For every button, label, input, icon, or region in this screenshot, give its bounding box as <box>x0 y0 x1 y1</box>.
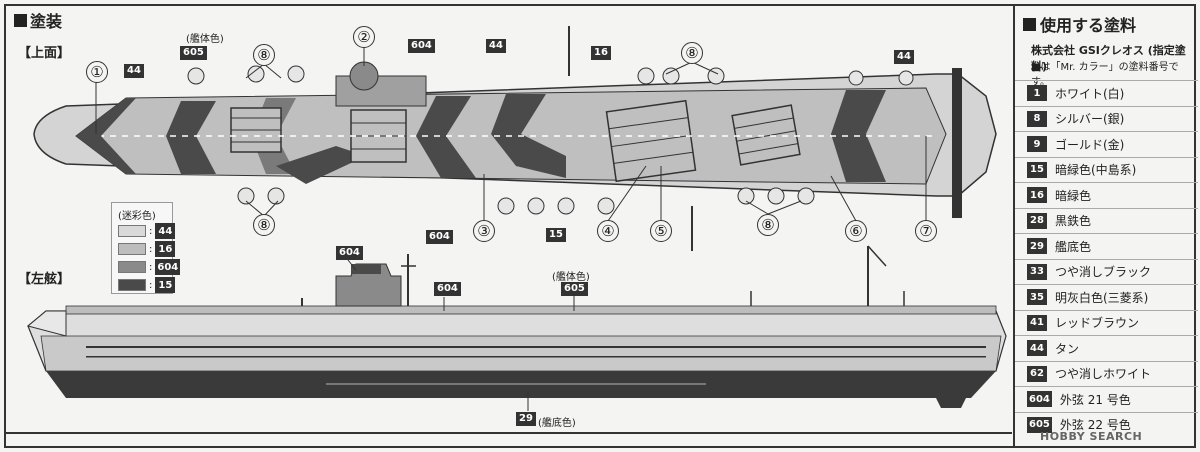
top-view-label: 【上面】 <box>18 46 71 61</box>
badge-604-top: 604 <box>408 39 435 53</box>
paint-code: 35 <box>1027 289 1047 306</box>
callout-2: ② <box>353 26 375 48</box>
paint-code: 29 <box>1027 238 1047 255</box>
paint-note: ■は「Mr. カラー」の塗料番号です。 <box>1031 62 1179 88</box>
paint-code: 28 <box>1027 212 1047 229</box>
badge-604-side-b: 604 <box>434 282 461 296</box>
callout-3: ③ <box>473 220 495 242</box>
painting-section-title: 塗装 <box>14 8 62 32</box>
paint-name: 艦底色 <box>1055 239 1092 254</box>
paint-name: 暗緑色 <box>1055 188 1092 203</box>
paint-code: 9 <box>1027 136 1047 153</box>
callout-7: ⑦ <box>915 220 937 242</box>
badge-604-side-a: 604 <box>336 246 363 260</box>
paint-code: 1 <box>1027 85 1047 102</box>
callout-8-a: ⑧ <box>253 44 275 66</box>
camo-swatch <box>118 261 146 273</box>
paint-code: 33 <box>1027 263 1047 280</box>
paint-name: 外弦 22 号色 <box>1059 418 1131 433</box>
paint-row: 35 明灰白色(三菱系) <box>1015 284 1198 310</box>
side-view-drawing <box>26 245 1007 411</box>
badge-44-top-c: 44 <box>894 50 914 64</box>
paint-row: 62 つや消しホワイト <box>1015 360 1198 387</box>
paint-name: ホワイト(白) <box>1055 86 1125 101</box>
top-view-drawing <box>33 26 997 251</box>
paint-name: 外弦 21 号色 <box>1059 392 1131 407</box>
paint-name: 明灰白色(三菱系) <box>1055 290 1149 305</box>
paint-code: 41 <box>1027 314 1047 331</box>
callout-8-c: ⑧ <box>253 214 275 236</box>
paint-list-panel: 使用する塗料 株式会社 GSIクレオス (指定塗料) ■は「Mr. カラー」の塗… <box>1013 6 1198 446</box>
camo-row-44: : 44 <box>118 223 176 239</box>
camo-legend-title: (迷彩色) <box>118 211 156 222</box>
paint-maker: 株式会社 GSIクレオス (指定塗料) <box>1031 44 1186 73</box>
badge-16-top: 16 <box>591 46 611 60</box>
badge-15-top: 15 <box>546 228 566 242</box>
paint-row: 41 レッドブラウン <box>1015 309 1198 336</box>
camo-code: 16 <box>155 241 176 257</box>
paint-row: 33 つや消しブラック <box>1015 258 1198 285</box>
callout-5: ⑤ <box>650 220 672 242</box>
callout-8-d: ⑧ <box>757 214 779 236</box>
paint-row: 15 暗緑色(中島系) <box>1015 156 1198 183</box>
paint-name: つや消しホワイト <box>1055 367 1152 382</box>
callout-1: ① <box>86 61 108 83</box>
paint-name: 暗緑色(中島系) <box>1055 163 1137 178</box>
paint-code: 62 <box>1027 365 1047 382</box>
paint-code: 44 <box>1027 340 1047 357</box>
paint-list: 1 ホワイト(白) 8 シルバー(銀) 9 ゴールド(金) 15 暗緑色(中島系) 16 暗緑色 2… <box>1015 80 1198 437</box>
paint-name: レッドブラウン <box>1055 316 1140 331</box>
paint-row: 604 外弦 21 号色 <box>1015 386 1198 412</box>
camo-code: 15 <box>155 277 176 293</box>
camo-code: 44 <box>155 223 176 239</box>
paint-row: 29 艦底色 <box>1015 233 1198 259</box>
callout-8-b: ⑧ <box>681 42 703 64</box>
camo-row-15: : 15 <box>118 277 176 293</box>
paint-code: 16 <box>1027 187 1047 204</box>
badge-29-side: 29 <box>516 412 536 426</box>
paint-name: シルバー(銀) <box>1055 112 1125 127</box>
badge-605-side: 605 <box>561 282 588 296</box>
callout-4: ④ <box>597 220 619 242</box>
paint-code: 15 <box>1027 161 1047 178</box>
side-view-label: 【左舷】 <box>18 272 71 287</box>
paint-code: 8 <box>1027 110 1047 127</box>
camo-code: 604 <box>155 259 181 275</box>
square-bullet-icon <box>14 13 27 27</box>
paint-name: タン <box>1055 341 1080 356</box>
camo-swatch <box>118 243 146 255</box>
camo-swatch <box>118 279 146 291</box>
camo-row-604: : 604 <box>118 259 181 275</box>
paint-row: 1 ホワイト(白) <box>1015 80 1198 106</box>
badge-44-top-a: 44 <box>486 39 506 53</box>
camo-row-16: : 16 <box>118 241 176 257</box>
paint-row: 44 タン <box>1015 335 1198 361</box>
paint-name: ゴールド(金) <box>1055 137 1125 152</box>
side-hull-color-note: (艦体色) <box>552 272 590 283</box>
diagram-frame <box>4 4 1196 448</box>
square-bullet-icon <box>1023 17 1036 31</box>
bottom-divider <box>6 432 1012 434</box>
paint-row: 16 暗緑色 <box>1015 182 1198 208</box>
side-bottom-color-note: (艦底色) <box>538 418 576 429</box>
carrier-drawing <box>26 26 1007 411</box>
badge-605-top: 605 <box>180 46 207 60</box>
painting-panel: 塗装 【上面】 <box>6 6 1012 432</box>
top-hull-color-note: (艦体色) <box>186 34 224 45</box>
camo-swatch <box>118 225 146 237</box>
badge-604-top-b: 604 <box>426 230 453 244</box>
paint-row: 8 シルバー(銀) <box>1015 105 1198 132</box>
camo-legend: (迷彩色) : 44 : 16 : 604 : 15 <box>111 202 181 294</box>
paint-code: 605 <box>1027 416 1052 433</box>
badge-44-top-b: 44 <box>124 64 144 78</box>
paint-name: つや消しブラック <box>1055 265 1152 280</box>
callout-6: ⑥ <box>845 220 867 242</box>
watermark: HOBBY SEARCH <box>1040 430 1143 443</box>
paint-row: 28 黒鉄色 <box>1015 207 1198 234</box>
paint-row: 9 ゴールド(金) <box>1015 131 1198 157</box>
paint-name: 黒鉄色 <box>1055 214 1092 229</box>
paint-code: 604 <box>1027 391 1052 408</box>
paint-row: 605 外弦 22 号色 <box>1015 411 1198 438</box>
paint-list-title: 使用する塗料 <box>1023 12 1136 36</box>
